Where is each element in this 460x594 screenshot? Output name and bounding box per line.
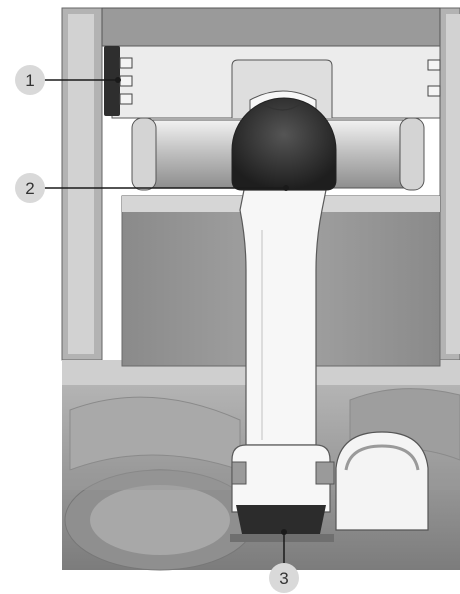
callout-3: 3 (269, 563, 299, 593)
pin-end-left (131, 117, 157, 191)
ring-groove-right-2 (427, 85, 441, 97)
pin-sphere (231, 97, 337, 191)
leader-dot-3 (281, 529, 287, 535)
pin-end-right (399, 117, 425, 191)
callout-label-3: 3 (279, 569, 288, 588)
callout-leaders (44, 77, 289, 566)
leader-dot-2 (283, 185, 289, 191)
piston-pin (131, 97, 425, 191)
rod-big-end (231, 444, 331, 513)
ring-groove-left-2 (119, 75, 133, 87)
callout-1: 1 (15, 65, 45, 95)
ring-groove-right-1 (427, 59, 441, 71)
cylinder-head (101, 7, 441, 47)
piston-rings (104, 46, 441, 116)
callout-label-1: 1 (25, 71, 34, 90)
callout-label-2: 2 (25, 179, 34, 198)
ring-groove-left-1 (119, 57, 133, 69)
connecting-rod (231, 189, 331, 534)
ring-groove-left-3 (119, 93, 133, 105)
callout-bubble-2 (15, 173, 45, 203)
callout-bubble-1 (15, 65, 45, 95)
crankshaft-journal (230, 431, 429, 542)
callout-2: 2 (15, 173, 45, 203)
callout-bubble-3 (269, 563, 299, 593)
cylinder-block (61, 7, 460, 361)
leader-dot-1 (115, 77, 121, 83)
